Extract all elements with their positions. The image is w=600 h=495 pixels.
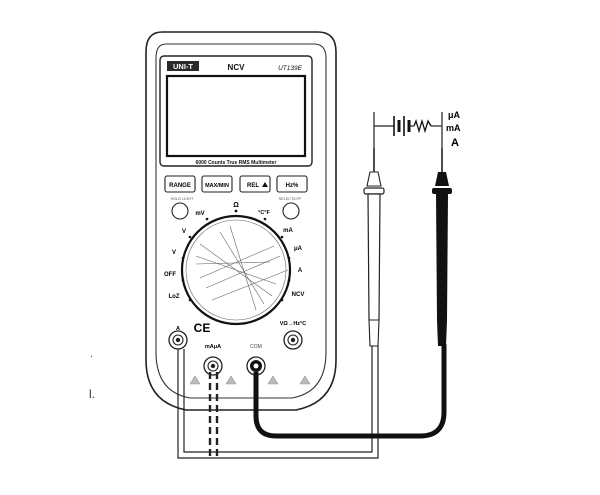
test-leads [177, 148, 452, 459]
range-button-label: RANGE [169, 183, 191, 189]
rel-button-label: REL [247, 183, 259, 189]
select-button[interactable] [282, 202, 300, 220]
dial-label-loz: LoZ [169, 294, 180, 300]
brand-logo [167, 61, 199, 71]
margin-mark-l: l. [89, 387, 95, 401]
rel-button[interactable] [239, 175, 271, 193]
dial-label-ua: μA [294, 246, 303, 252]
model-number: UT139E [278, 65, 303, 72]
dial-label-ncv: NCV [292, 292, 305, 298]
dial-label-v-dc: V [172, 250, 176, 256]
meter-caption: 6000 Counts True RMS Multimeter [196, 160, 277, 166]
function-buttons: RANGE MAX/MIN REL Hz% [164, 175, 308, 193]
hold-button[interactable] [171, 202, 189, 220]
brand-text: UNI-T [173, 62, 193, 71]
dial-label-ohm: Ω [233, 202, 239, 209]
dial-label-mv: mV [195, 211, 204, 217]
dial-label-temp: °C°F [258, 210, 270, 216]
input-terminals [168, 330, 303, 376]
delta-icon [262, 182, 268, 187]
multimeter-body: UNI-T NCV UT139E 6000 Counts True RMS Mu… [145, 31, 337, 411]
hz-button[interactable] [276, 175, 308, 193]
terminal-label-vohm: VΩ→Hz°C [280, 321, 306, 327]
lcd-screen [165, 74, 307, 158]
range-button[interactable] [164, 175, 196, 193]
resistor-icon [413, 118, 432, 134]
black-lead-wire [253, 344, 447, 439]
warning-triangle-icons [189, 375, 311, 385]
battery-icon [393, 116, 411, 136]
dial-label-a: A [298, 268, 303, 274]
max-min-button-label: MAX/MIN [205, 183, 229, 189]
ncv-indicator-label: NCV [228, 63, 246, 72]
dial-position-markers [181, 209, 291, 302]
rotary-selector[interactable] [180, 214, 292, 326]
terminal-label-a: A [176, 326, 180, 332]
unit-label-ma: mA [446, 123, 461, 133]
unit-label-a: A [451, 137, 459, 149]
black-probe [432, 148, 452, 346]
hz-button-label: Hz% [286, 183, 299, 189]
dial-label-off: OFF [164, 272, 176, 278]
max-min-button[interactable] [201, 175, 233, 193]
unit-label-ua: μA [448, 110, 461, 120]
terminal-label-com: COM [250, 344, 262, 350]
margin-mark-dot: . [90, 349, 93, 360]
select-sublabel: SELECT/LPF [279, 197, 302, 201]
red-probe [363, 148, 385, 347]
dial-label-ma: mA [283, 228, 293, 234]
ce-mark: CE [194, 321, 211, 335]
dial-label-v-ac: V [182, 229, 186, 235]
terminal-label-ma-ua: mAμA [205, 344, 221, 350]
test-circuit: μA mA A [373, 110, 461, 149]
hold-light-sublabel: HOLD LIGHT [171, 197, 194, 201]
